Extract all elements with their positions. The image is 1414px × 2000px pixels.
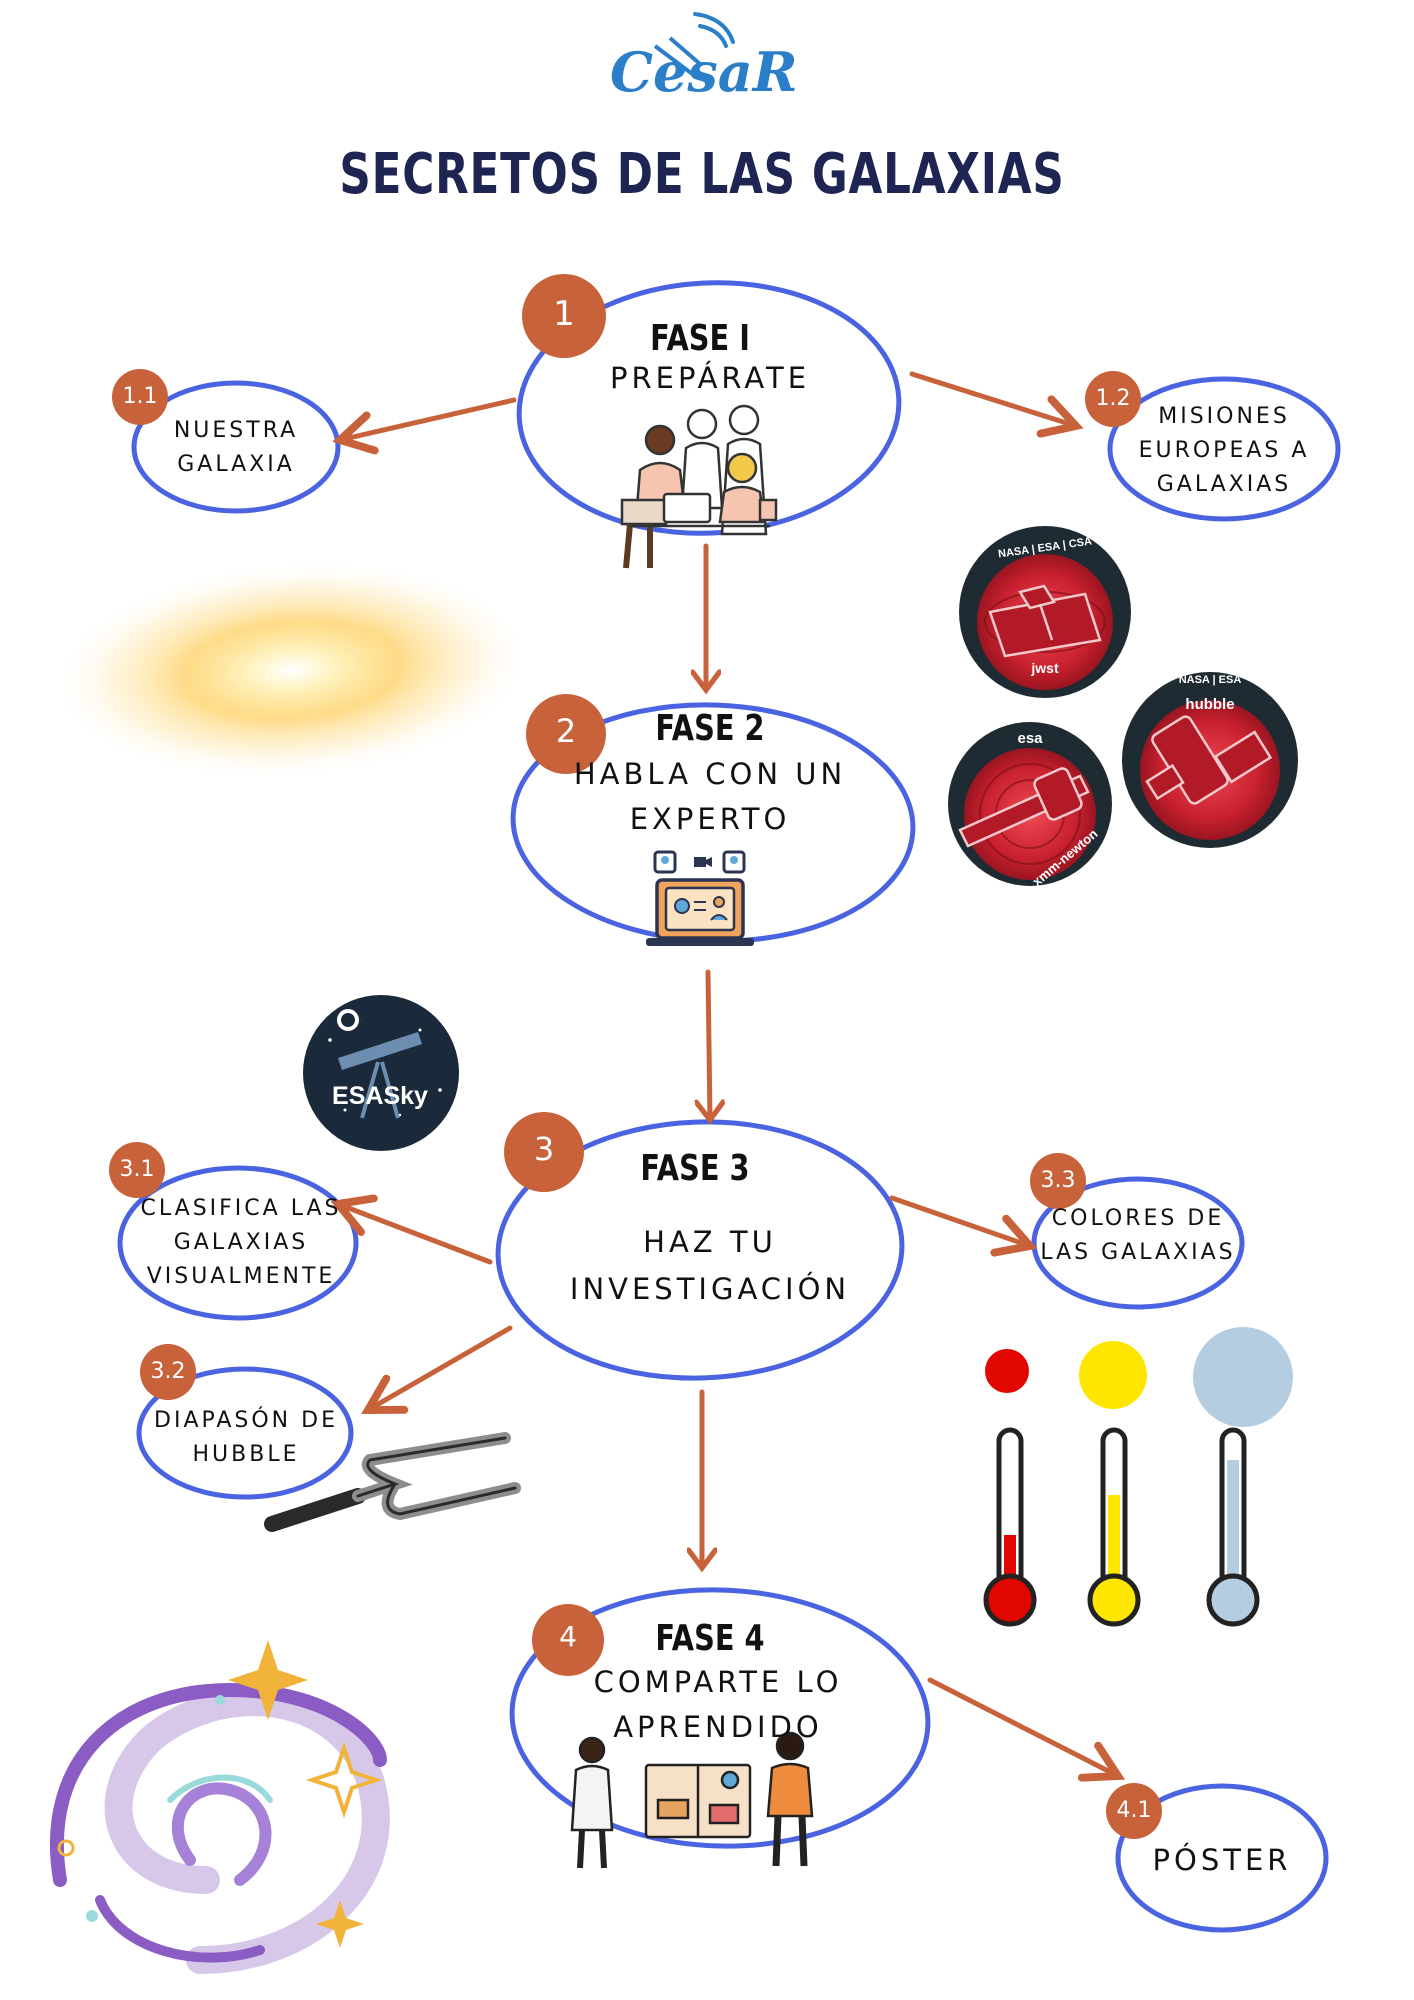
phase-4-badge-number: 4 [559,1620,577,1653]
phase-1-title: FASE I [650,318,750,359]
yellow-star-dot [1079,1341,1147,1409]
node-3-1-ellipse [117,1165,359,1321]
blue-star-dot [1193,1327,1293,1427]
node-3-2-line-2: HUBBLE [192,1442,300,1467]
phase-4-badge [532,1604,604,1676]
phase-1-badge-number: 1 [553,294,575,334]
tuning-fork-icon [264,1432,521,1532]
jwst-badge [959,526,1131,698]
node-3-2-badge-number: 3.2 [150,1359,186,1384]
node-1-2-line-2: EUROPEAS A [1138,438,1310,463]
node-3-2-ellipse [136,1366,354,1500]
node-3-1-line-2: GALAXIAS [173,1230,309,1255]
hubble-badge-name: hubble [1185,696,1235,713]
arrow-1-to-1-2 [909,371,1084,438]
node-4-1-ellipse [1115,1783,1329,1933]
esasky-agency-label: esa [372,1004,420,1035]
arrow-3-to-3-1 [330,1194,493,1265]
presentation-illustration [570,1731,814,1869]
node-1-1-line-1: NUESTRA [173,418,299,443]
jwst-badge-name: jwst [1031,660,1059,676]
cesar-logo-text: CesaR [610,40,798,104]
esasky-name: ESASky [332,1082,428,1110]
page-title: SECRETOS DE LAS GALAXIAS [339,142,1065,207]
arrow-3-to-3-3 [889,1195,1038,1257]
phase-2-badge [526,694,606,774]
phase-1-badge [522,274,606,358]
hubble-badge [1122,672,1298,848]
node-3-3-badge [1030,1153,1086,1209]
node-4-1-badge [1106,1783,1162,1839]
node-1-1-badge-number: 1.1 [122,384,158,409]
phase-4-subtitle-line-1: COMPARTE LO [593,1665,843,1699]
phase-4-title: FASE 4 [655,1618,765,1659]
arrow-1-to-1-1 [332,397,517,455]
phase-3-badge-number: 3 [533,1130,555,1168]
phase-1-subtitle: PREPÁRATE [609,361,811,395]
phase-1-ellipse [516,280,902,536]
xmm-newton-badge [948,722,1112,886]
phase-4-ellipse [509,1587,931,1849]
thermometer-warm [1087,1427,1141,1627]
phase-2-badge-number: 2 [555,712,577,750]
esasky-logo [303,995,459,1151]
phase-4-subtitle-line-2: APRENDIDO [613,1710,823,1744]
video-call-icon [646,850,754,946]
spiral-galaxy-icon [49,1682,390,1974]
node-1-2-badge [1085,371,1141,427]
phase-2-title: FASE 2 [655,708,765,749]
phase-3-subtitle-line-1: HAZ TU [643,1225,777,1259]
node-3-1-line-3: VISUALMENTE [146,1264,336,1289]
arrow-4-to-4-1 [927,1677,1126,1782]
node-1-2-badge-number: 1.2 [1095,386,1131,411]
node-4-1-badge-number: 4.1 [1116,1798,1152,1823]
thermometer-cool [1206,1427,1260,1627]
node-1-2-line-3: GALAXIAS [1156,472,1292,497]
node-3-2-badge [140,1344,196,1400]
node-1-1-badge [112,369,168,425]
sparkle-icons [57,1640,383,1948]
hubble-badge-agencies: NASA | ESA [1178,674,1242,686]
phase-3-subtitle-line-2: INVESTIGACIÓN [569,1272,851,1306]
node-1-1-line-2: GALAXIA [177,452,295,477]
galaxy-glow-image [52,560,532,780]
phase-3-badge [504,1112,584,1192]
red-star-dot [985,1349,1029,1393]
phase-2-subtitle-line-2: EXPERTO [629,802,791,836]
node-3-3-badge-number: 3.3 [1040,1168,1076,1193]
team-illustration [620,404,778,569]
node-1-2-line-1: MISIONES [1158,404,1290,429]
arrow-3-to-3-2 [361,1325,513,1414]
thermometer-hot [983,1427,1037,1627]
node-3-1-badge [109,1142,165,1198]
node-3-3-line-2: LAS GALAXIAS [1040,1240,1236,1265]
cesar-logo [653,12,735,78]
node-3-1-badge-number: 3.1 [119,1157,155,1182]
phase-3-title: FASE 3 [640,1148,750,1189]
node-3-3-line-1: COLORES DE [1051,1206,1225,1231]
node-1-2-ellipse [1107,376,1341,522]
node-4-1-label: PÓSTER [1152,1843,1292,1877]
node-3-2-line-1: DIAPASÓN DE [154,1408,338,1433]
xmm-badge-agency: esa [1017,730,1043,747]
node-3-1-line-1: CLASIFICA LAS [140,1196,342,1221]
arrow-2-to-3 [708,969,710,1120]
phase-2-subtitle-line-1: HABLA CON UN [573,757,847,791]
